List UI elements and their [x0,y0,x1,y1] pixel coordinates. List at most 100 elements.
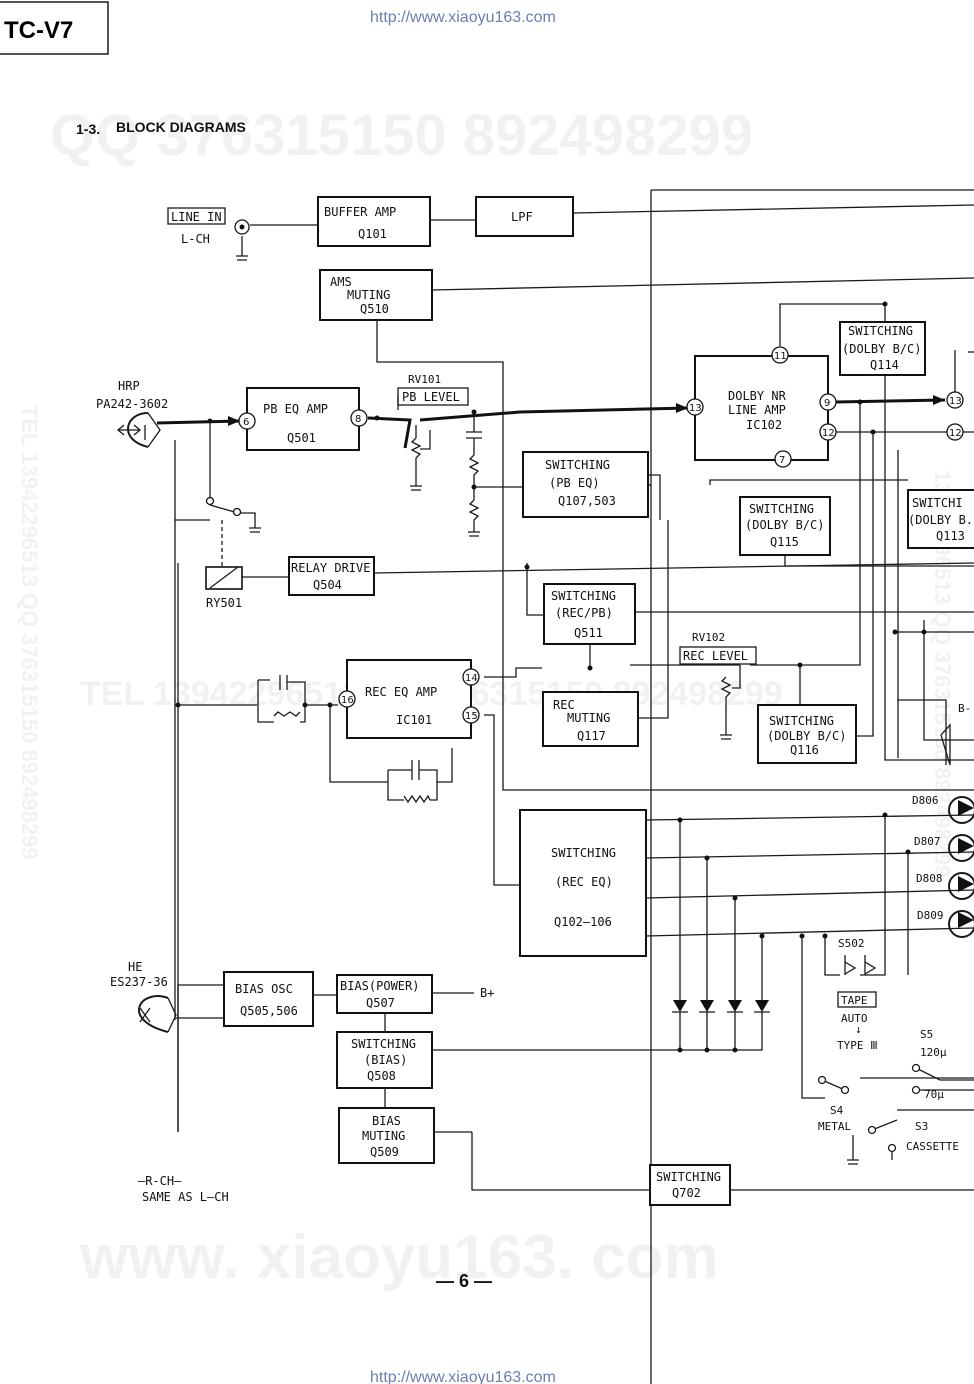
rec-eq-amp-block: REC EQ AMP IC101 [346,659,472,739]
svg-text:SWITCHING: SWITCHING [769,714,834,728]
s5-120-label: 120μ [920,1046,947,1059]
model-title: TC-V7 [4,17,73,44]
svg-text:REC EQ AMP: REC EQ AMP [365,685,437,699]
source-url-bottom: http://www.xiaoyu163.com [370,1369,556,1384]
svg-text:Q511: Q511 [574,626,603,640]
bias-power-block: BIAS(POWER) Q507 [336,974,433,1014]
pin-12-dolby: 12 [819,423,837,441]
r-ch-label: —R-CH— [138,1174,182,1188]
svg-text:MUTING: MUTING [347,288,390,302]
svg-text:14: 14 [465,673,478,684]
bias-osc-block: BIAS OSC Q505,506 [223,971,314,1027]
s502-label: S502 [838,937,865,950]
svg-text:SWITCHING: SWITCHING [551,589,616,603]
pin-13-right: 13 [946,391,964,409]
svg-text:Q107,503: Q107,503 [558,494,616,508]
switching-q114-block: SWITCHING (DOLBY B/C) Q114 [839,321,926,376]
same-as-l-ch-label: SAME AS L—CH [142,1190,229,1204]
svg-text:16: 16 [341,695,354,706]
pin-9: 9 [819,393,837,411]
dolby-nr-block: DOLBY NR LINE AMP IC102 [694,355,829,461]
svg-text:Q115: Q115 [770,535,799,549]
svg-text:Q504: Q504 [313,578,342,592]
s4-label: S4 [830,1104,844,1117]
switching-q116-block: SWITCHING (DOLBY B/C) Q116 [757,704,857,764]
hrp-part-label: PA242-3602 [96,397,168,411]
svg-text:BIAS OSC: BIAS OSC [235,982,293,996]
d807-label: D807 [914,835,941,848]
svg-text:(DOLBY B/C): (DOLBY B/C) [745,518,824,532]
source-url-top: http://www.xiaoyu163.com [370,9,556,26]
pin-15: 15 [462,706,480,724]
section-number: 1-3. [76,121,100,137]
svg-text:9: 9 [824,398,830,409]
svg-text:13: 13 [949,396,962,407]
watermark-qq: QQ 376315150 892498299 [50,103,753,168]
cassette-label: CASSETTE [906,1140,959,1153]
watermark-vertical-left: TEL 13942296513 QQ 376315150 892498299 [17,405,42,860]
rv101-label: RV101 [408,373,441,386]
svg-text:SWITCHING: SWITCHING [351,1037,416,1051]
ams-muting-block: AMS MUTING Q510 [319,269,433,321]
svg-text:IC102: IC102 [746,418,782,432]
rv102-label: RV102 [692,631,725,644]
svg-text:DOLBY NR: DOLBY NR [728,389,787,403]
svg-text:(DOLBY B/C): (DOLBY B/C) [842,342,921,356]
switching-q702-block: SWITCHING Q702 [649,1164,731,1206]
svg-text:Q117: Q117 [577,729,606,743]
he-part-label: ES237-36 [110,975,168,989]
pb-eq-amp-block: PB EQ AMP Q501 [246,387,360,451]
relay-drive-block: RELAY DRIVE Q504 [288,556,375,596]
rec-muting-block: REC MUTING Q117 [542,691,639,747]
svg-text:SWITCHING: SWITCHING [656,1170,721,1184]
svg-text:11: 11 [774,351,787,362]
svg-text:(PB EQ): (PB EQ) [549,476,600,490]
pin-16: 16 [338,690,356,708]
svg-text:↓: ↓ [855,1023,862,1036]
svg-text:15: 15 [465,711,478,722]
svg-text:BIAS: BIAS [372,1114,401,1128]
pin-6: 6 [238,412,256,430]
switching-bias-block: SWITCHING (BIAS) Q508 [336,1031,433,1089]
svg-text:(DOLBY B.: (DOLBY B. [908,513,973,527]
svg-text:7: 7 [779,455,785,466]
line-in-label: LINE IN [171,210,222,224]
b-plus-label: B+ [480,986,494,1000]
svg-text:Q116: Q116 [790,743,819,757]
svg-text:Q101: Q101 [358,227,387,241]
svg-text:BUFFER AMP: BUFFER AMP [324,205,396,219]
svg-text:13: 13 [689,403,702,414]
svg-text:(REC/PB): (REC/PB) [555,606,613,620]
svg-text:SWITCHI: SWITCHI [912,496,963,510]
switching-rec-pb-block: SWITCHING (REC/PB) Q511 [543,583,636,645]
watermark-site: www. xiaoyu163. com [79,1223,719,1292]
svg-text:MUTING: MUTING [362,1129,405,1143]
svg-text:LPF: LPF [511,210,533,224]
s5-label: S5 [920,1028,933,1041]
svg-text:PB EQ AMP: PB EQ AMP [263,402,328,416]
svg-text:MUTING: MUTING [567,711,610,725]
s3-label: S3 [915,1120,928,1133]
pin-7: 7 [774,450,792,468]
svg-text:BIAS(POWER): BIAS(POWER) [340,979,419,993]
auto-label: AUTO [841,1012,868,1025]
svg-text:Q505,506: Q505,506 [240,1004,298,1018]
metal-label: METAL [818,1120,851,1133]
svg-text:Q114: Q114 [870,358,899,372]
d806-label: D806 [912,794,939,807]
pin-12-right: 12 [946,423,964,441]
l-ch-label: L-CH [181,232,210,246]
d808-label: D808 [916,872,943,885]
switching-rec-eq-block: SWITCHING (REC EQ) Q102—106 [519,809,647,957]
bias-muting-block: BIAS MUTING Q509 [338,1107,435,1164]
page-number: — 6 — [436,1271,492,1291]
pb-level-label: PB LEVEL [402,390,460,404]
rec-level-label: REC LEVEL [683,649,748,663]
svg-text:Q510: Q510 [360,302,389,316]
svg-text:SWITCHING: SWITCHING [545,458,610,472]
tape-label: TAPE [841,994,868,1007]
svg-text:Q113: Q113 [936,529,965,543]
type3-label: TYPE Ⅲ [837,1039,878,1052]
